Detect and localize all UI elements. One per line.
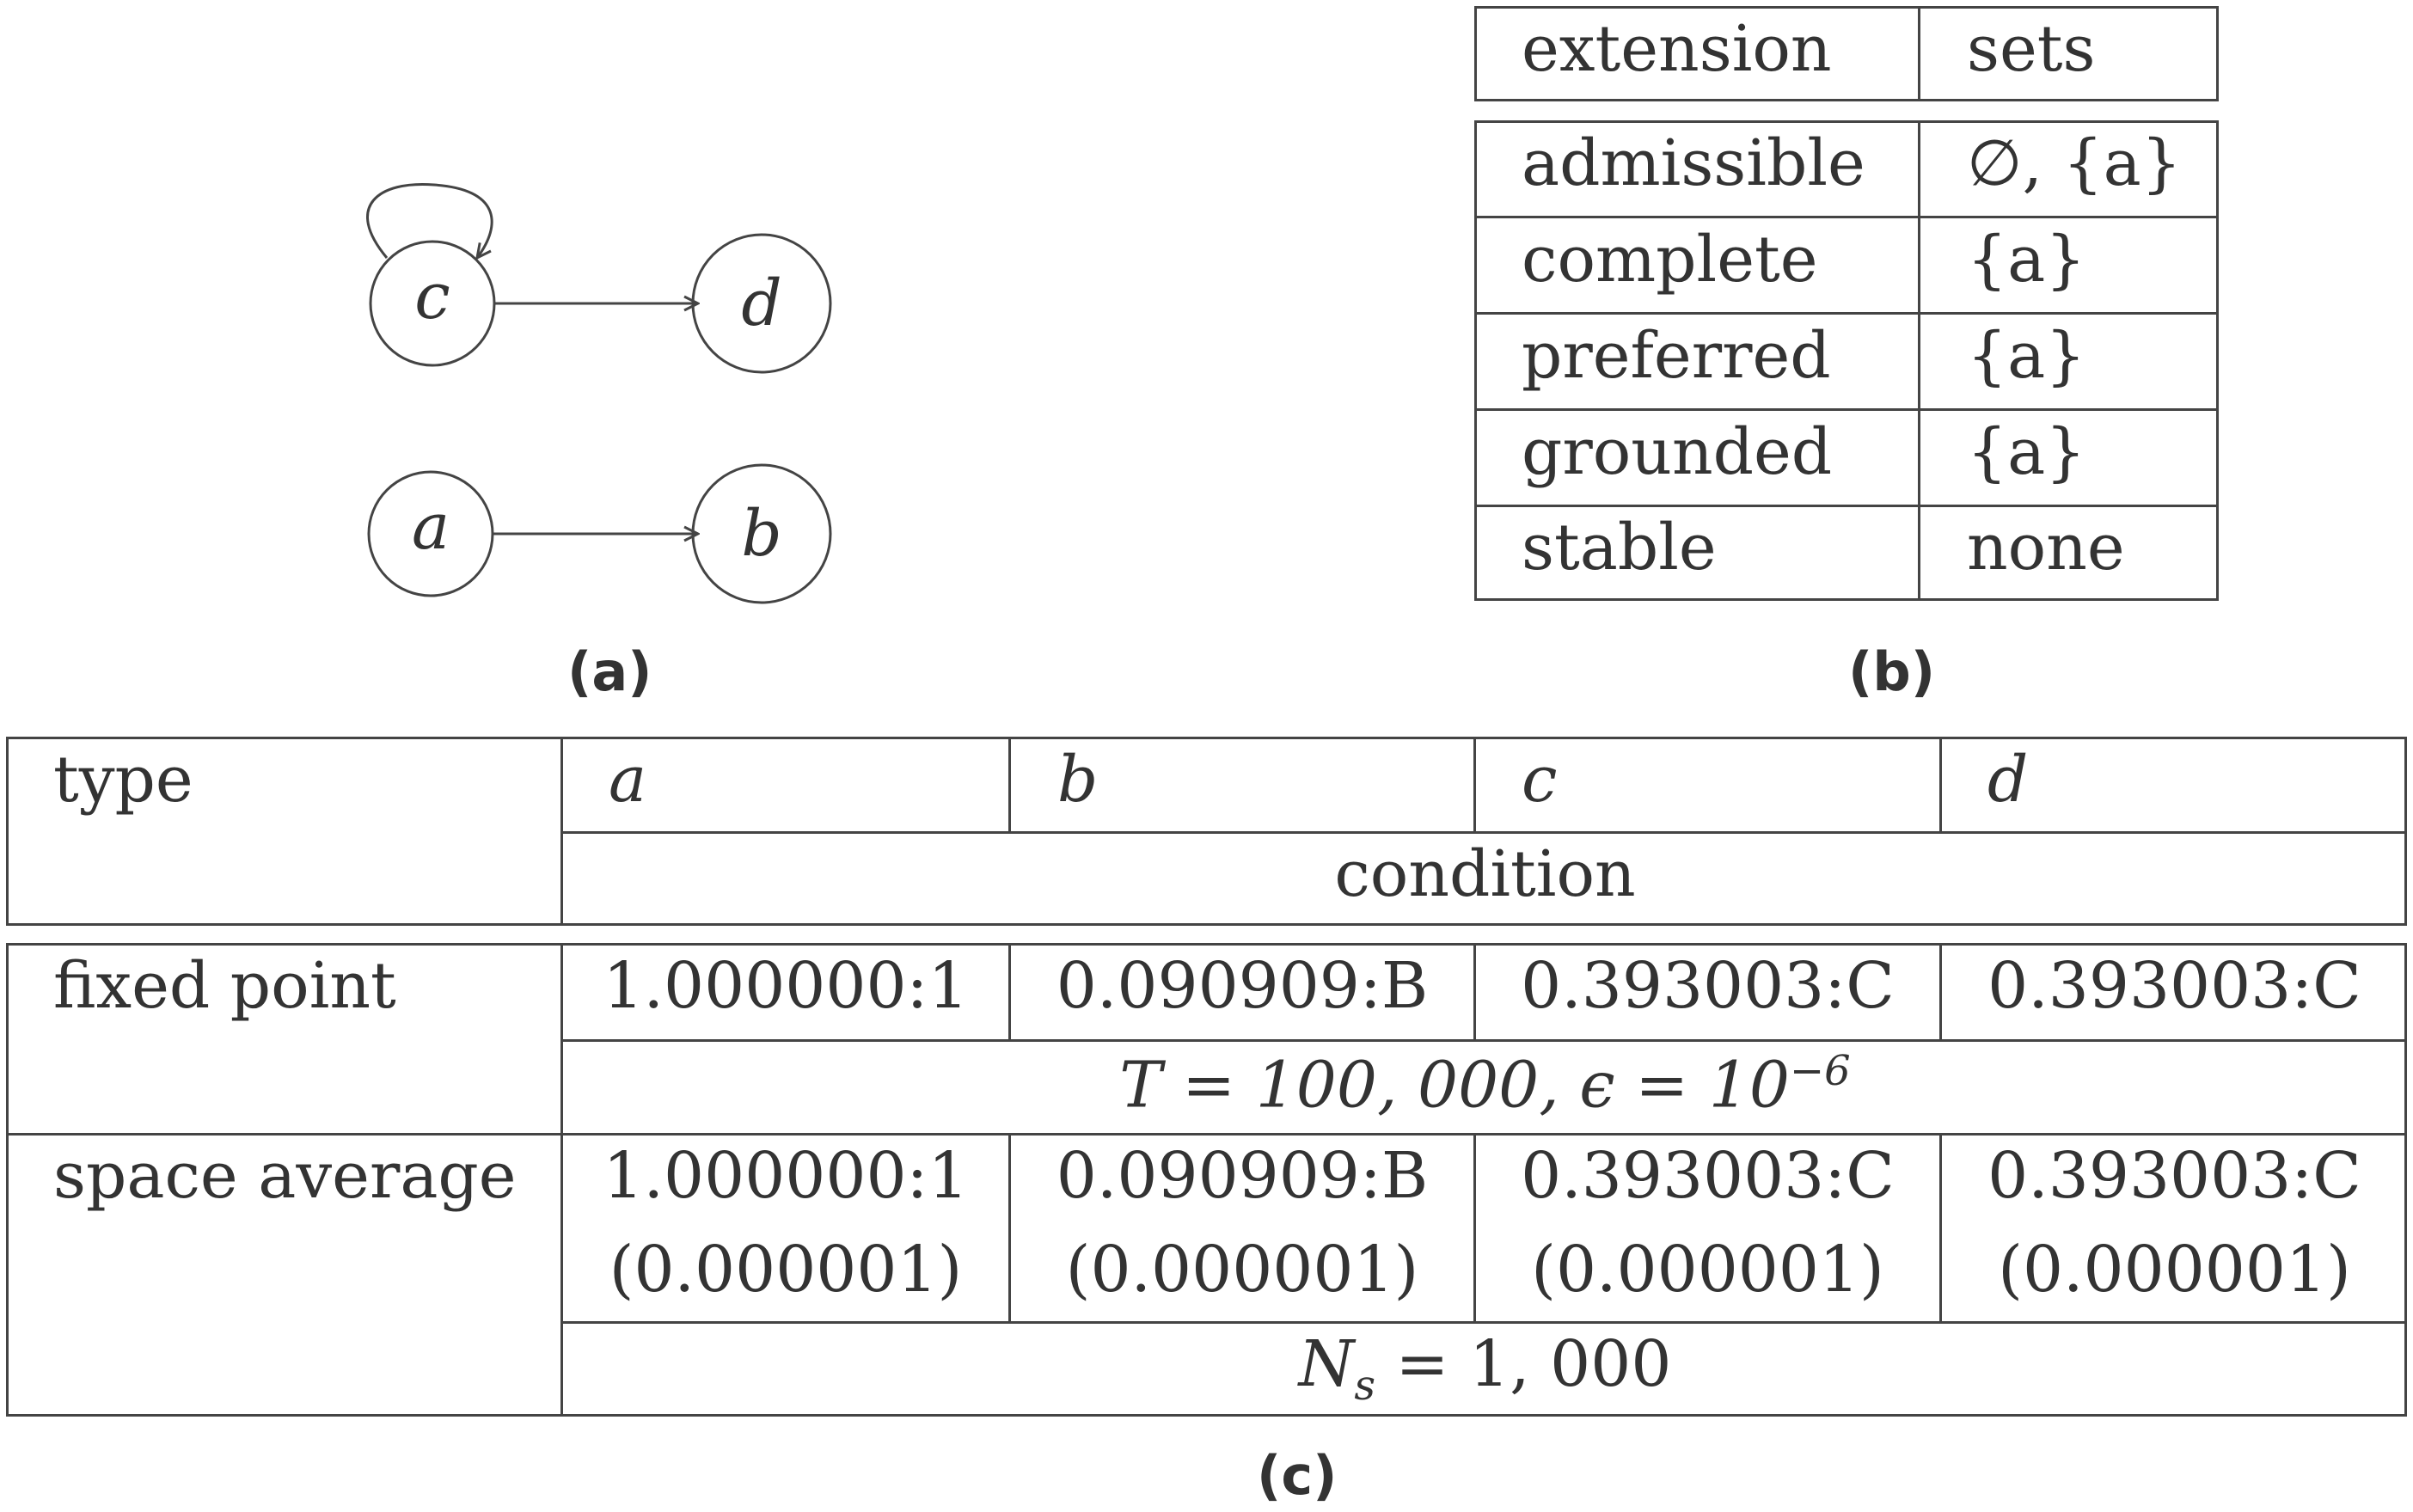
row-complete-name: complete	[1522, 223, 1818, 297]
node-b	[691, 463, 832, 604]
node-c-label: c	[414, 260, 450, 334]
node-a	[367, 470, 494, 597]
header-sets: sets	[1967, 12, 2096, 86]
space-average-a: 1.000000:1	[603, 1139, 969, 1213]
condition-value: = 1, 000	[1375, 1327, 1672, 1401]
row-complete-sets: {a}	[1967, 223, 2086, 297]
row-stable-sets: none	[1967, 511, 2125, 585]
space-average-b-std: (0.000001)	[1065, 1233, 1419, 1307]
fixed-point-condition: T = 100, 000, ϵ = 10−6	[563, 1050, 2407, 1117]
space-average-d-std: (0.000001)	[1998, 1233, 2351, 1307]
space-average-condition: Ns = 1, 000	[563, 1332, 2407, 1406]
row-admissible-name: admissible	[1522, 126, 1865, 200]
header-extension: extension	[1522, 12, 1832, 86]
space-average-b: 0.090909:B	[1056, 1139, 1429, 1213]
row-preferred-sets: {a}	[1967, 319, 2086, 393]
node-b-label: b	[741, 497, 781, 571]
node-d-label: d	[741, 266, 781, 340]
space-average-d: 0.393003:C	[1987, 1139, 2361, 1213]
edge-c-c	[366, 182, 493, 258]
argumentation-graph: c d a b	[366, 182, 832, 604]
fixed-point-a: 1.000000:1	[603, 949, 969, 1023]
header-condition: condition	[1334, 837, 1636, 911]
condition-exponent: −6	[1789, 1047, 1851, 1095]
caption-a: (a)	[567, 640, 652, 703]
node-c	[369, 240, 496, 367]
fixed-point-c: 0.393003:C	[1521, 949, 1895, 1023]
header-col-a: a	[609, 743, 647, 817]
node-d	[691, 233, 832, 374]
node-a-label: a	[412, 490, 450, 564]
row-grounded-sets: {a}	[1967, 415, 2086, 489]
header-col-b: b	[1057, 743, 1099, 817]
fixed-point-b: 0.090909:B	[1056, 949, 1429, 1023]
header-col-c: c	[1522, 743, 1558, 817]
condition-subscript: s	[1354, 1361, 1375, 1410]
row-fixed-point-type: fixed point	[53, 949, 396, 1023]
fixed-point-d: 0.393003:C	[1987, 949, 2361, 1023]
row-stable-name: stable	[1522, 511, 1717, 585]
condition-text: T = 100, 000, ϵ = 10	[1119, 1048, 1790, 1123]
row-grounded-name: grounded	[1522, 415, 1833, 489]
space-average-c: 0.393003:C	[1521, 1139, 1895, 1213]
caption-b: (b)	[1848, 640, 1936, 703]
space-average-a-std: (0.000001)	[609, 1233, 963, 1307]
row-admissible-sets: ∅, {a}	[1967, 126, 2182, 200]
space-average-c-std: (0.000001)	[1531, 1233, 1884, 1307]
header-type: type	[53, 743, 193, 817]
row-preferred-name: preferred	[1522, 319, 1831, 393]
row-space-average-type: space average	[53, 1139, 517, 1213]
header-col-d: d	[1987, 743, 2029, 817]
caption-c: (c)	[1257, 1444, 1338, 1507]
condition-symbol: N	[1298, 1327, 1355, 1401]
